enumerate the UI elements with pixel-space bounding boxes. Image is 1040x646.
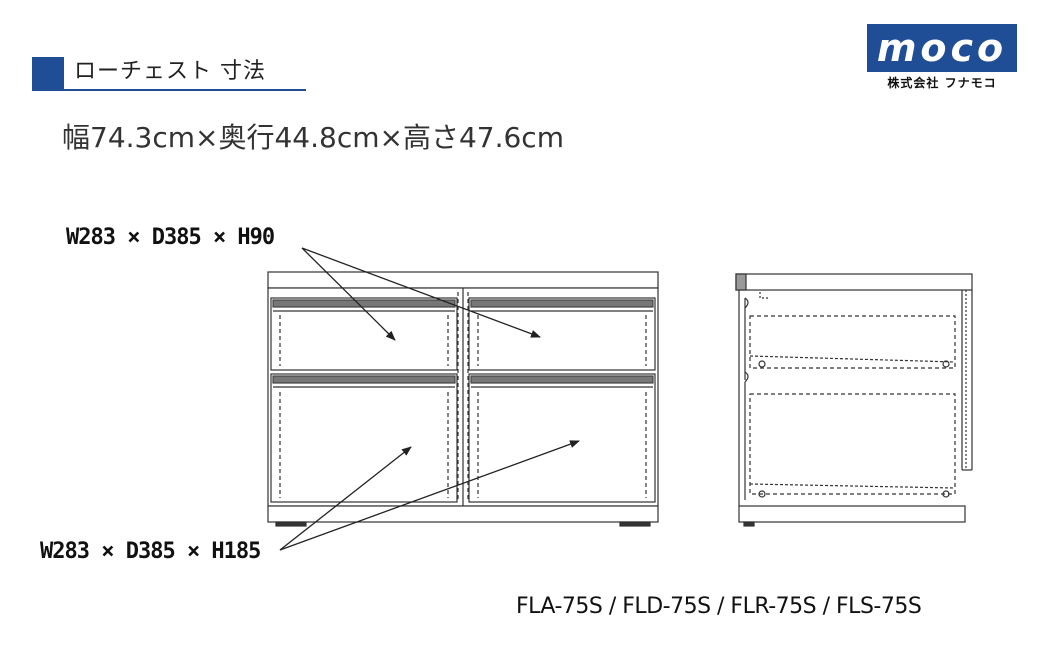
top-drawer-left [270,297,458,371]
model-numbers: FLA-75S / FLD-75S / FLR-75S / FLS-75S [516,594,922,619]
header-accent-square [32,57,64,89]
front-view [267,271,659,527]
pointer-arrows [279,247,580,551]
arrow-bottom-right [279,440,580,551]
logo-badge: moco [867,24,1017,72]
page-title: ローチェスト 寸法 [74,59,266,84]
overall-dimensions: 幅74.3cm×奥行44.8cm×高さ47.6cm [62,121,564,154]
top-drawer-right [468,297,656,371]
logo-company-name: 株式会社 フナモコ [887,76,997,90]
bottom-drawer-left [270,373,458,503]
logo-wordmark: moco [876,26,1008,70]
arrow-top-left [301,247,396,341]
bottom-drawer-right [468,373,656,503]
top-drawer-dimension-label: W283 × D385 × H90 [66,225,275,250]
brand-logo: moco 株式会社 フナモコ [867,24,1017,92]
bottom-drawer-dimension-label: W283 × D385 × H185 [40,539,261,564]
side-view [735,273,973,527]
arrow-top-right [301,247,541,338]
section-header: ローチェスト 寸法 [32,57,306,91]
arrow-bottom-left [279,446,412,551]
